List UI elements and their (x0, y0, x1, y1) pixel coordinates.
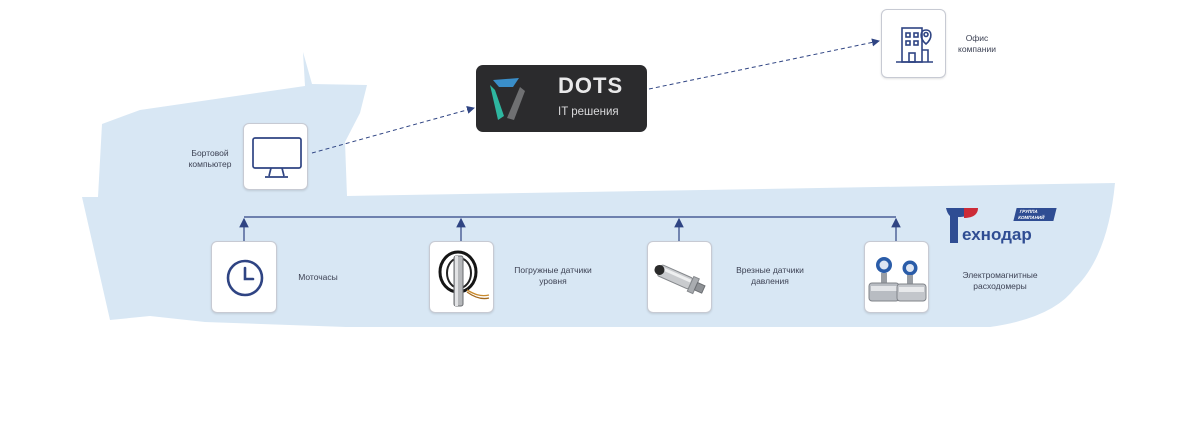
flowmeter-image (868, 257, 927, 302)
dots-card: DOTS IT решения (476, 65, 647, 132)
office-label-line2: компании (958, 44, 996, 54)
office-label: Офис компании (948, 33, 1006, 55)
sensor-label-pressure-line1: Врезные датчики (736, 265, 804, 275)
dashed-link-dots-to-office (648, 38, 880, 90)
dots-triangle-logo (490, 78, 525, 120)
onboard-computer-label-line2: компьютер (188, 159, 232, 169)
sensor-label-flowmeter-line2: расходомеры (973, 281, 1027, 291)
office-card (881, 9, 946, 78)
sensor-label-level-line1: Погружные датчики (514, 265, 592, 275)
brand-t-mark (946, 208, 978, 243)
sensor-label-pressure: Врезные датчики давления (720, 265, 820, 287)
sensor-label-flowmeter: Электромагнитные расходомеры (950, 270, 1050, 292)
onboard-computer-label-line1: Бортовой (191, 148, 229, 158)
ship-silhouette (82, 52, 1115, 327)
sensor-card-flowmeter (864, 241, 929, 313)
sensor-card-pressure (647, 241, 712, 313)
sensor-label-level-line2: уровня (539, 276, 567, 286)
sensor-card-motochasy (211, 241, 277, 313)
brand-tag-line2: КОМПАНИЙ (1017, 214, 1046, 220)
onboard-computer-card (243, 123, 308, 190)
sensor-label-motochasy: Моточасы (284, 272, 352, 283)
clock-icon (226, 259, 264, 297)
dots-title: DOTS (558, 73, 624, 98)
sensor-label-motochasy-line1: Моточасы (298, 272, 338, 282)
monitor-icon (252, 137, 302, 178)
sensor-label-pressure-line2: давления (751, 276, 789, 286)
sensor-card-level (429, 241, 494, 313)
office-building-location-icon (896, 27, 933, 63)
brand-tagline: ГРУППА КОМПАНИЙ (1013, 208, 1057, 221)
pressure-sensor-image (654, 264, 706, 295)
submersible-level-sensor-image (438, 250, 490, 307)
brand-name: ехнодар (962, 225, 1032, 244)
onboard-computer-label: Бортовой компьютер (180, 148, 240, 170)
sensor-label-level: Погружные датчики уровня (498, 265, 608, 287)
sensor-label-flowmeter-line1: Электромагнитные (962, 270, 1038, 280)
brand-logo: ГРУППА КОМПАНИЙ ехнодар (944, 206, 1057, 246)
dashed-link-computer-to-dots (311, 106, 475, 154)
ship-rudder (150, 302, 168, 314)
dots-subtitle: IT решения (558, 106, 619, 118)
office-label-line1: Офис (965, 33, 989, 43)
